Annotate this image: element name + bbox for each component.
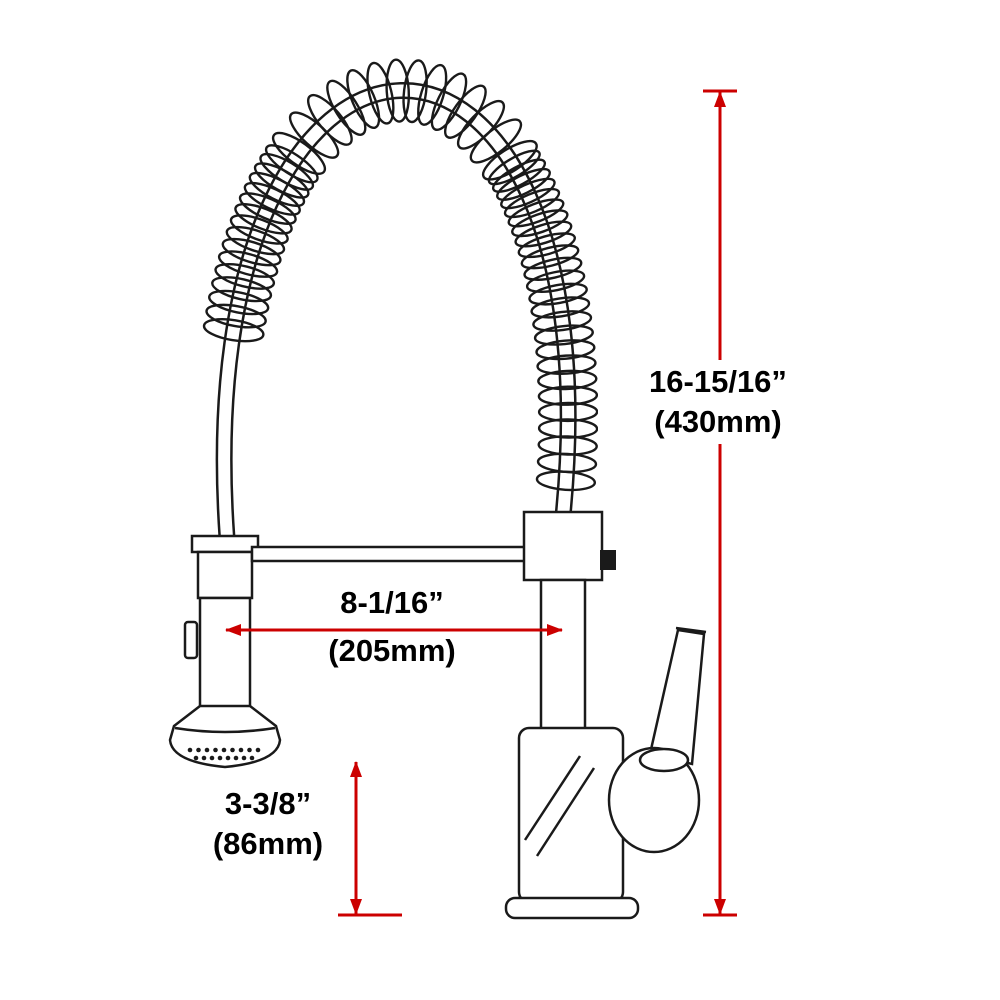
handle-lever [648, 628, 706, 766]
base-flange [504, 896, 640, 920]
faucet-body-assembly [504, 510, 707, 920]
height-mm-label: (430mm) [654, 404, 782, 439]
height-dimension [703, 89, 737, 917]
main-body [517, 726, 625, 904]
spring-coil [202, 58, 599, 492]
body-collar [522, 510, 604, 582]
spray-body [198, 596, 252, 710]
handle-pivot [607, 746, 701, 854]
spray-head-seam [174, 726, 276, 734]
drop-dimension-label: 3-3/8” (86mm) [148, 784, 388, 864]
spray-button [183, 620, 199, 660]
dimension-lines [225, 89, 737, 917]
drop-inches-label: 3-3/8” [224, 786, 312, 821]
spray-head-assembly [168, 534, 282, 769]
handle-lever-cap [675, 626, 707, 634]
reach-mm-label: (205mm) [328, 633, 456, 668]
drop-mm-label: (86mm) [212, 826, 324, 861]
drop-dimension [338, 761, 402, 917]
spray-collar-lip [190, 534, 260, 554]
height-dimension-label: 16-15/16” (430mm) [598, 360, 838, 444]
faucet-drawing [168, 58, 707, 920]
body-joint-line [523, 755, 582, 841]
hose-stop-knob [600, 550, 616, 570]
spray-nozzle-dots [187, 747, 261, 761]
height-inches-label: 16-15/16” [649, 364, 787, 399]
handle-pivot-cap [638, 747, 690, 773]
support-bar [250, 545, 528, 563]
hose-tube [215, 82, 577, 539]
spray-head [168, 704, 282, 769]
reach-inches-label: 8-1/16” [340, 585, 444, 620]
spray-collar [196, 550, 254, 600]
body-joint-line-2 [535, 767, 596, 857]
riser-pipe [539, 578, 587, 732]
